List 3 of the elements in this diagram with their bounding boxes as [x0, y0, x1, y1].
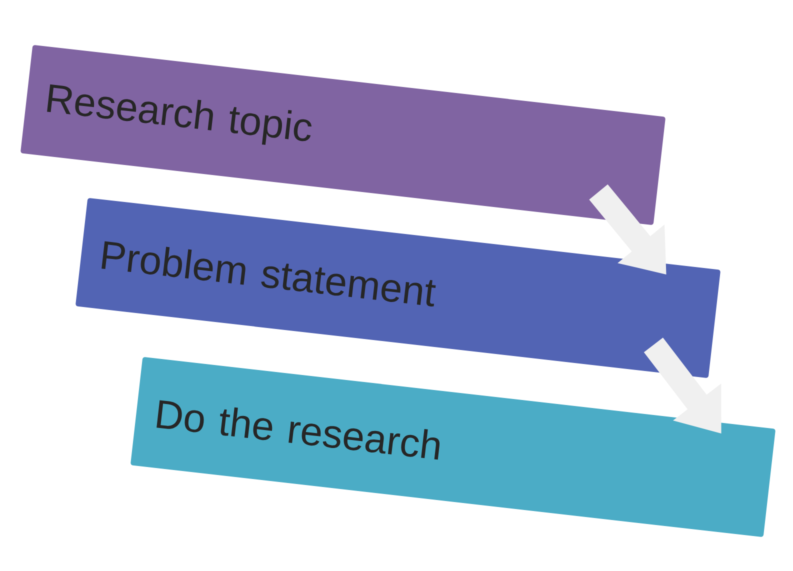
step-box: Research topic [18, 42, 668, 228]
step-box: Problem statement [72, 195, 724, 381]
step-box: Do the research [128, 354, 778, 540]
